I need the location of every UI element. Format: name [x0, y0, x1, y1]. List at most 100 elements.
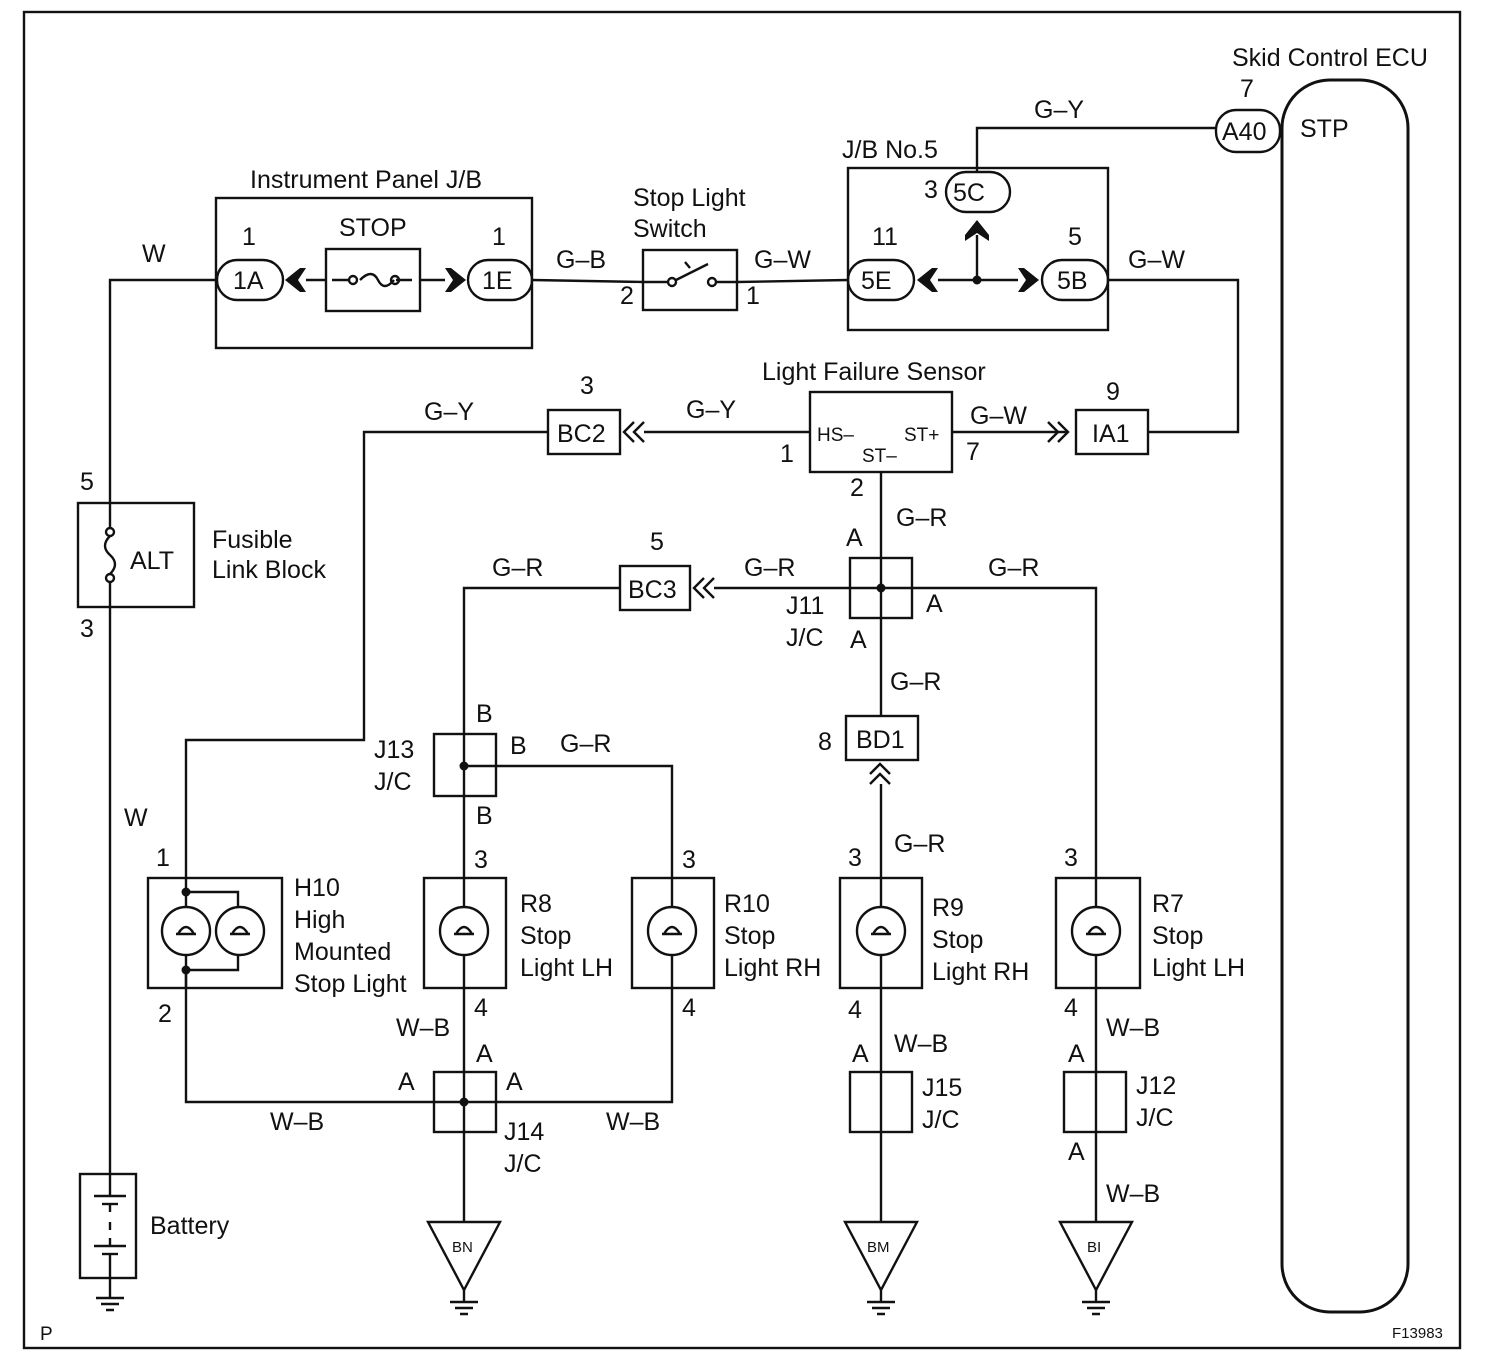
connectors: 3 BC2 9 IA1 5 BC3 8 BD1 — [546, 372, 1150, 785]
r8-pin-bot: 4 — [474, 994, 488, 1022]
j14-a-top: A — [476, 1040, 493, 1068]
ground-bn-label: BN — [452, 1239, 473, 1256]
ground-icon — [96, 1296, 124, 1312]
j14-type: J/C — [504, 1150, 542, 1178]
h10-pin-bot: 2 — [158, 1000, 172, 1028]
jb5-title: J/B No.5 — [842, 136, 938, 164]
j13-b-right: B — [510, 732, 527, 760]
chevron-left-icon — [622, 421, 645, 443]
bc2-pin: 3 — [580, 372, 594, 400]
r7-pin-top: 3 — [1064, 844, 1078, 872]
ground-bm-label: BM — [867, 1239, 890, 1256]
r10-pin-bot: 4 — [682, 994, 696, 1022]
r7-box — [1054, 876, 1142, 990]
h10-code: H10 — [294, 874, 340, 902]
fusible-name-2: Link Block — [212, 556, 326, 584]
wire-label-gr: G–R — [492, 554, 543, 582]
bulb-icon — [438, 905, 490, 957]
h10-name-1: High — [294, 906, 345, 934]
ecu-connector — [1214, 108, 1282, 154]
light-h10: 1 2 H10 High Mounted Stop Light — [146, 844, 407, 1028]
lfs-stp: ST+ — [904, 425, 939, 446]
r9-name-1: Stop — [932, 926, 983, 954]
ground-triangle-icon — [426, 1220, 502, 1293]
fusible-link-block: 5 ALT Fusible Link Block 3 — [76, 468, 326, 643]
j11-a-bottom: A — [850, 626, 867, 654]
ground-bn: BN — [426, 1220, 502, 1316]
fusible-box — [76, 501, 196, 609]
lfs-hs: HS– — [817, 425, 854, 446]
ecu-terminal: STP — [1300, 115, 1349, 143]
switch-blade-icon — [675, 261, 709, 282]
wire-label-gy: G–Y — [1034, 96, 1084, 124]
h10-box — [146, 876, 284, 990]
h10-name-3: Stop Light — [294, 970, 407, 998]
ecu-connector-label: A40 — [1222, 118, 1266, 146]
ipjb-right-connector-label: 1E — [482, 267, 513, 295]
fusible-link-icon — [103, 535, 117, 575]
junction-j15: A J15 J/C — [848, 1040, 962, 1134]
wire-label-wb: W–B — [396, 1014, 450, 1042]
jb5-top-connector-label: 5C — [953, 179, 985, 207]
r9-pin-bot: 4 — [848, 996, 862, 1024]
wire-label-gw: G–W — [754, 246, 811, 274]
ecu-pin: 7 — [1240, 75, 1254, 103]
bc2-label: BC2 — [557, 420, 606, 448]
junction-j14: A A A J14 J/C — [398, 1040, 544, 1178]
light-r10: 3 4 R10 Stop Light RH — [630, 846, 821, 1022]
r8-name-2: Light LH — [520, 954, 613, 982]
h10-name-2: Mounted — [294, 938, 391, 966]
diagram-frame — [22, 10, 1462, 1350]
wire-label-wb: W–B — [606, 1108, 660, 1136]
r7-code: R7 — [1152, 890, 1184, 918]
bulb-icon — [160, 905, 212, 957]
lfs-pin7: 7 — [966, 438, 980, 466]
battery: Battery — [78, 1172, 230, 1312]
wire-label-gr: G–R — [896, 504, 947, 532]
wire-label-gw: G–W — [970, 402, 1027, 430]
battery-box — [78, 1172, 138, 1280]
light-failure-sensor: Light Failure Sensor HS– ST– ST+ 1 2 7 — [762, 358, 986, 502]
ipjb-right-pin: 1 — [492, 223, 506, 251]
j11-name: J11 — [786, 592, 824, 620]
j15-a: A — [852, 1040, 869, 1068]
switch-title-2: Switch — [633, 215, 707, 243]
j12-a-bottom: A — [1068, 1138, 1085, 1166]
light-r7: 3 4 R7 Stop Light LH — [1054, 844, 1245, 1022]
junction-j12: A A J12 J/C — [1062, 1040, 1176, 1166]
j13-b-bottom: B — [476, 802, 493, 830]
wire-label-wb: W–B — [1106, 1014, 1160, 1042]
r7-pin-bot: 4 — [1064, 994, 1078, 1022]
wire-label-w: W — [142, 240, 166, 268]
arrow-right-icon — [1018, 268, 1039, 292]
j11-type: J/C — [786, 624, 824, 652]
switch-pin-out: 1 — [746, 282, 760, 310]
r7-name-2: Light LH — [1152, 954, 1245, 982]
j15-name: J15 — [922, 1074, 962, 1102]
r8-pin-top: 3 — [474, 846, 488, 874]
j13-type: J/C — [374, 768, 412, 796]
fusible-top-pin: 5 — [80, 468, 94, 496]
switch-pin-in: 2 — [620, 282, 634, 310]
fusible-bottom-pin: 3 — [80, 615, 94, 643]
wire-label-gb: G–B — [556, 246, 606, 274]
ground-icon — [1082, 1300, 1110, 1316]
fusible-terminal-bottom — [104, 572, 116, 584]
jb5-top-pin: 3 — [924, 176, 938, 204]
bulb-icon — [646, 905, 698, 957]
stop-light-switch: Stop Light Switch 2 1 — [620, 184, 760, 312]
r10-name-2: Light RH — [724, 954, 821, 982]
fuse-terminal-left — [347, 274, 359, 286]
ground-bi-label: BI — [1087, 1239, 1101, 1256]
j14-a-right: A — [506, 1068, 523, 1096]
ipjb-left-connector-label: 1A — [233, 267, 264, 295]
j11-a-top: A — [846, 524, 863, 552]
bulb-icon — [214, 905, 266, 957]
j13-b-top: B — [476, 700, 493, 728]
ecu-body — [1280, 78, 1410, 1314]
chevron-up-icon — [869, 762, 891, 785]
j15-type: J/C — [922, 1106, 960, 1134]
switch-contact-left — [666, 276, 678, 288]
bd1-pin: 8 — [818, 728, 832, 756]
